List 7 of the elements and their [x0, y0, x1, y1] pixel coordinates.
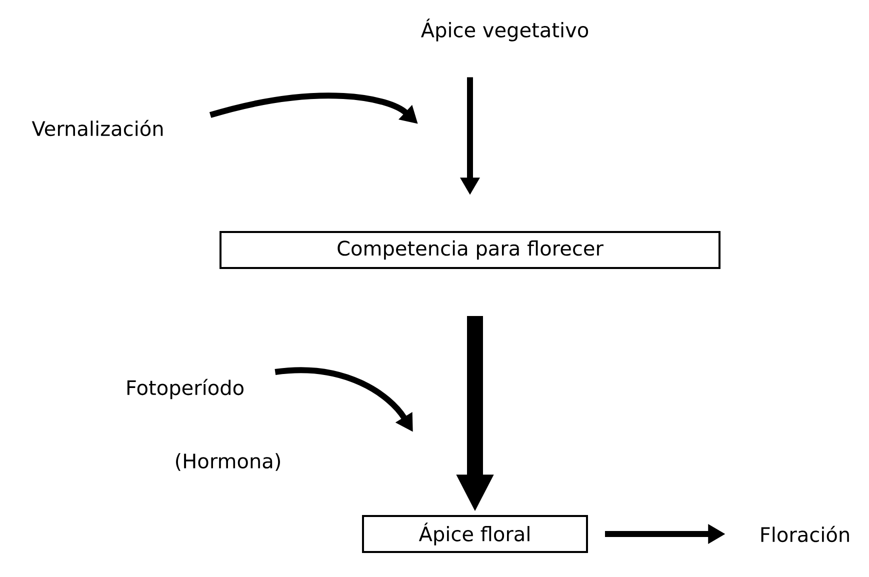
process-box: Ápice floral: [362, 515, 588, 553]
process-box: Competencia para florecer: [220, 231, 720, 269]
node-text: Vernalización: [32, 120, 163, 136]
node-text: Floración: [761, 526, 849, 542]
note-text: (Hormona): [176, 453, 280, 471]
node-text: Fotoperíodo: [127, 378, 244, 400]
node-text: Ápice vegetativo: [421, 18, 588, 42]
